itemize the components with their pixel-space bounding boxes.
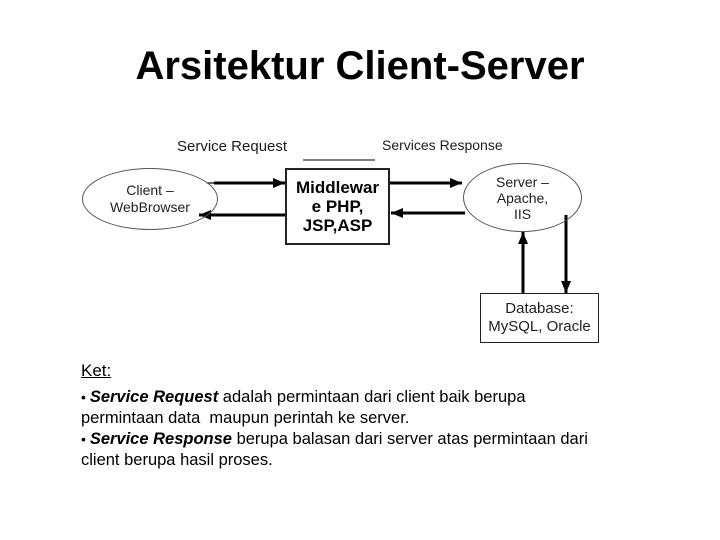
bullet1-rest: adalah permintaan dari client baik berup…	[218, 388, 526, 406]
client-node: Client – WebBrowser	[82, 168, 218, 230]
client-node-line2: WebBrowser	[110, 199, 190, 215]
bullet-icon: •	[81, 389, 90, 405]
notes-section: Ket: • Service Request adalah permintaan…	[81, 360, 701, 471]
middleware-node: Middlewar e PHP, JSP,ASP	[285, 168, 390, 245]
bullet1-line2: permintaan data maupun perintah ke serve…	[81, 409, 410, 427]
server-node: Server – Apache, IIS	[463, 163, 582, 232]
services-response-label: Services Response	[382, 137, 503, 153]
client-node-line1: Client –	[126, 182, 174, 198]
bullet1-term: Service Request	[89, 388, 219, 406]
bullet1-line1: • Service Request adalah permintaan dari…	[81, 387, 701, 408]
middleware-node-line1: Middlewar	[295, 178, 380, 197]
bullet2-line2: client berupa hasil proses.	[81, 451, 273, 469]
database-node: Database: MySQL, Oracle	[480, 293, 599, 343]
page-title: Arsitektur Client-Server	[135, 44, 585, 88]
database-node-line1: Database:	[505, 300, 574, 317]
bullet2-term: Service Response	[89, 430, 232, 448]
bullet2-rest: berupa balasan dari server atas perminta…	[231, 430, 588, 448]
service-request-label: Service Request	[177, 138, 288, 155]
middleware-node-line2: e PHP,	[311, 197, 364, 216]
server-node-line3: IIS	[513, 205, 532, 222]
bullet-icon: •	[81, 431, 90, 447]
server-node-line2: Apache,	[496, 189, 549, 206]
database-node-line2: MySQL, Oracle	[488, 318, 591, 335]
bullet2-line1: • Service Response berupa balasan dari s…	[81, 429, 701, 450]
server-node-line1: Server –	[496, 173, 549, 190]
middleware-node-line3: JSP,ASP	[302, 216, 373, 235]
notes-heading: Ket:	[81, 361, 112, 380]
